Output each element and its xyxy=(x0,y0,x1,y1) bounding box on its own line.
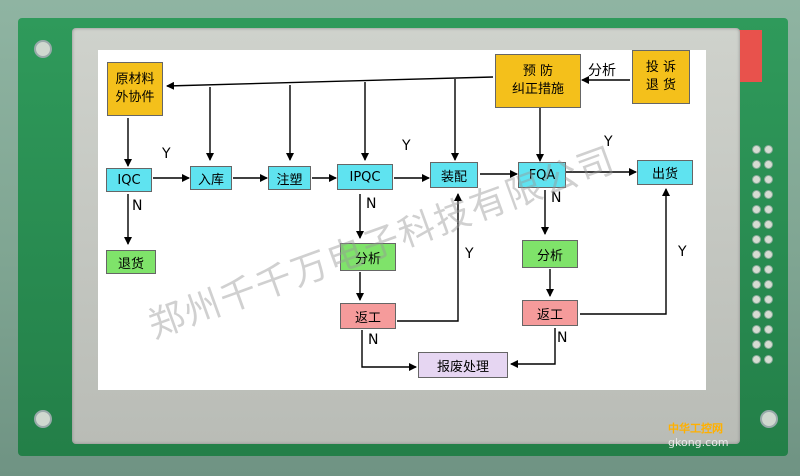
lcd-screen xyxy=(98,50,706,390)
complaint-line2: 退 货 xyxy=(645,78,677,93)
header-pin xyxy=(764,175,773,184)
label-n: N xyxy=(368,332,379,348)
mounting-hole xyxy=(760,410,778,428)
label-n: N xyxy=(366,196,377,212)
header-pin xyxy=(764,145,773,154)
preventive-line1: 预 防 xyxy=(522,64,554,79)
label-n: N xyxy=(551,190,562,206)
raw-materials-box: 原材料 外协件 xyxy=(107,62,163,116)
header-pin xyxy=(764,265,773,274)
header-pin xyxy=(752,235,761,244)
mounting-hole xyxy=(34,410,52,428)
return-goods-box: 退货 xyxy=(106,250,156,274)
label-y: Y xyxy=(604,134,613,150)
analysis-box-2: 分析 xyxy=(522,240,578,268)
header-pin xyxy=(752,355,761,364)
header-pin xyxy=(752,295,761,304)
header-pin xyxy=(752,190,761,199)
logo-line2: gkong.com xyxy=(668,436,729,449)
stock-in-box: 入库 xyxy=(190,166,232,190)
rework-box-2: 返工 xyxy=(522,300,578,326)
complaint-return-box: 投 诉 退 货 xyxy=(632,50,690,104)
header-pin xyxy=(764,235,773,244)
header-pin xyxy=(752,205,761,214)
header-pin xyxy=(752,310,761,319)
header-pin xyxy=(752,175,761,184)
raw-materials-line1: 原材料 xyxy=(115,72,155,87)
header-pin xyxy=(752,325,761,334)
preventive-line2: 纠正措施 xyxy=(511,82,564,97)
header-pin xyxy=(764,340,773,349)
logo-line1: 中华工控网 xyxy=(668,422,723,435)
header-pin xyxy=(764,280,773,289)
header-pin xyxy=(752,160,761,169)
header-pin xyxy=(752,145,761,154)
label-y: Y xyxy=(678,244,687,260)
header-pin xyxy=(764,250,773,259)
label-n: N xyxy=(132,198,143,214)
fqa-box: FQA xyxy=(518,162,566,188)
header-pin xyxy=(752,250,761,259)
header-pin xyxy=(764,190,773,199)
header-pin xyxy=(764,160,773,169)
header-pin xyxy=(752,265,761,274)
ipqc-box: IPQC xyxy=(337,164,393,190)
label-y: Y xyxy=(402,138,411,154)
label-y: Y xyxy=(162,146,171,162)
label-n: N xyxy=(557,330,568,346)
header-pin xyxy=(764,205,773,214)
iqc-box: IQC xyxy=(106,168,152,192)
injection-molding-box: 注塑 xyxy=(268,166,311,190)
scrap-processing-box: 报废处理 xyxy=(418,352,508,378)
analysis-top-label: 分析 xyxy=(588,63,616,79)
header-pin xyxy=(764,220,773,229)
header-pin xyxy=(764,325,773,334)
header-pin xyxy=(752,280,761,289)
header-pin xyxy=(752,220,761,229)
raw-materials-line2: 外协件 xyxy=(115,90,155,105)
header-pin xyxy=(764,355,773,364)
mounting-hole xyxy=(34,40,52,58)
rework-box-1: 返工 xyxy=(340,303,396,329)
complaint-line1: 投 诉 xyxy=(645,60,677,75)
preventive-corrective-box: 预 防 纠正措施 xyxy=(495,54,581,108)
shipment-box: 出货 xyxy=(637,160,693,185)
header-pin xyxy=(752,340,761,349)
header-pin xyxy=(764,310,773,319)
site-logo: 中华工控网 gkong.com xyxy=(668,420,729,449)
header-pin xyxy=(764,295,773,304)
analysis-box-1: 分析 xyxy=(340,243,396,271)
label-y: Y xyxy=(465,246,474,262)
assembly-box: 装配 xyxy=(430,162,478,188)
